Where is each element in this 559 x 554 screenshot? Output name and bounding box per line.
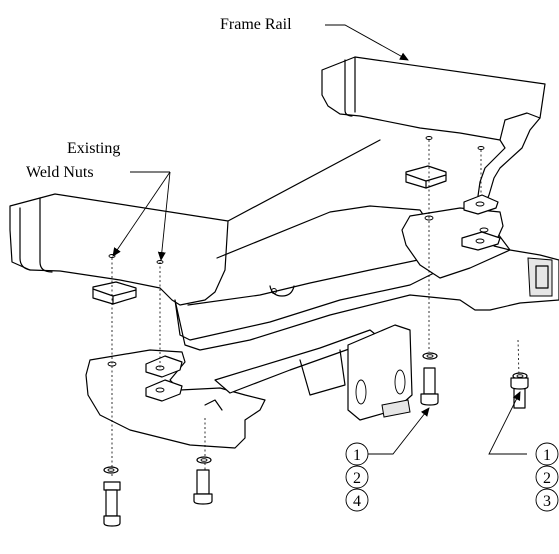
center-side-plate xyxy=(347,324,413,421)
callout-right-1: 1 xyxy=(543,447,551,464)
hitch-cross-tube xyxy=(174,229,559,351)
callout-right-2: 2 xyxy=(543,470,551,487)
bolt-path-lines xyxy=(108,136,520,478)
frame-rail-label: Frame Rail xyxy=(220,16,292,33)
callout-left-2: 2 xyxy=(353,470,361,487)
bolt-center xyxy=(420,367,439,406)
weld-nuts-label: Weld Nuts xyxy=(26,164,94,181)
leader-weld-nuts xyxy=(112,171,171,261)
spacer-block-left xyxy=(92,281,137,305)
leader-callout-right xyxy=(488,391,527,455)
callout-right-3: 3 xyxy=(543,493,551,510)
callout-left-3: 4 xyxy=(353,493,361,510)
callout-left-1: 1 xyxy=(353,447,361,464)
leader-callout-left xyxy=(368,407,430,455)
existing-label: Existing xyxy=(67,140,120,157)
callout-group-left: 1 2 4 xyxy=(345,442,369,512)
leader-frame-rail xyxy=(325,24,409,61)
left-mounting-bracket xyxy=(85,349,266,449)
bolt-left-inner xyxy=(193,469,213,505)
bolt-left xyxy=(103,481,121,527)
callout-group-right: 1 2 3 xyxy=(535,442,559,512)
frame-rail-right xyxy=(321,56,546,210)
spacer-block-right xyxy=(405,165,447,189)
